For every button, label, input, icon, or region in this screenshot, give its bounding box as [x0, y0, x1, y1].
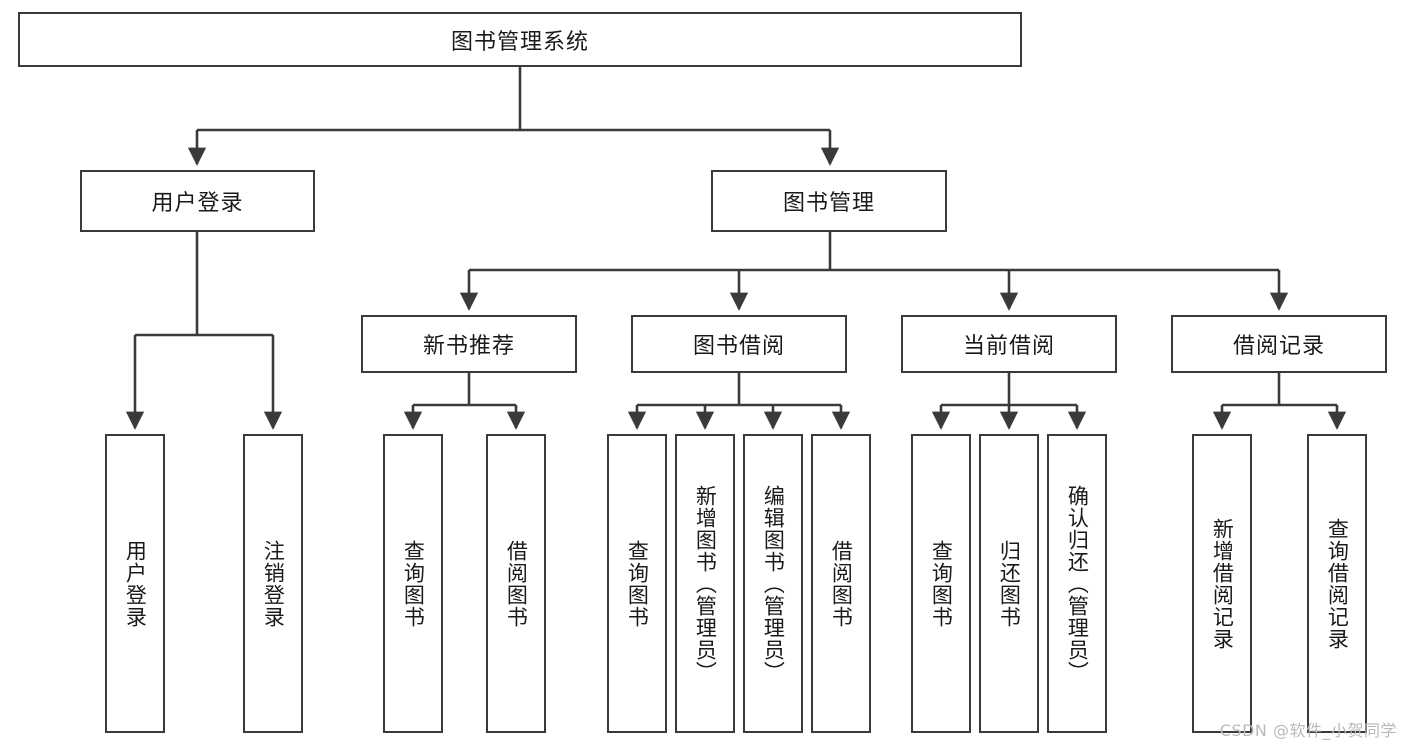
node-label: 图书管理系统	[450, 29, 589, 55]
leaf-book-borrow-add-book-admin[interactable]: 新增图书（管理员）	[675, 434, 735, 733]
leaf-borrow-record-query-record[interactable]: 查询借阅记录	[1307, 434, 1367, 733]
node-label: 用户登录	[151, 191, 244, 216]
leaf-book-borrow-edit-book-admin[interactable]: 编辑图书（管理员）	[743, 434, 803, 733]
node-label: 查询图书	[625, 539, 650, 628]
leaf-current-borrow-confirm-return-admin[interactable]: 确认归还（管理员）	[1047, 434, 1107, 733]
node-label: 新增图书（管理员）	[693, 484, 718, 683]
node-label: 借阅图书	[504, 539, 529, 628]
node-borrow-record[interactable]: 借阅记录	[1171, 315, 1387, 373]
node-label: 用户登录	[123, 539, 148, 628]
node-book-borrow[interactable]: 图书借阅	[631, 315, 847, 373]
node-label: 借阅图书	[829, 539, 854, 628]
leaf-book-borrow-borrow-book[interactable]: 借阅图书	[811, 434, 871, 733]
node-label: 确认归还（管理员）	[1065, 484, 1090, 683]
node-label: 图书管理	[782, 191, 875, 216]
node-label: 查询图书	[929, 539, 954, 628]
node-book-management[interactable]: 图书管理	[711, 170, 947, 232]
node-label: 编辑图书（管理员）	[761, 484, 786, 683]
node-root-book-management-system[interactable]: 图书管理系统	[18, 12, 1022, 67]
node-label: 当前借阅	[962, 334, 1055, 359]
node-label: 新增借阅记录	[1210, 517, 1235, 650]
leaf-user-login-login[interactable]: 用户登录	[105, 434, 165, 733]
leaf-new-book-borrow-book[interactable]: 借阅图书	[486, 434, 546, 733]
node-label: 查询借阅记录	[1325, 517, 1350, 650]
leaf-user-login-logout[interactable]: 注销登录	[243, 434, 303, 733]
leaf-current-borrow-query-book[interactable]: 查询图书	[911, 434, 971, 733]
leaf-new-book-query-book[interactable]: 查询图书	[383, 434, 443, 733]
node-label: 图书借阅	[692, 334, 785, 359]
node-label: 注销登录	[261, 539, 286, 628]
leaf-current-borrow-return-book[interactable]: 归还图书	[979, 434, 1039, 733]
node-label: 归还图书	[997, 539, 1022, 628]
node-label: 借阅记录	[1232, 334, 1325, 359]
node-user-login[interactable]: 用户登录	[80, 170, 315, 232]
node-new-book-recommend[interactable]: 新书推荐	[361, 315, 577, 373]
node-label: 查询图书	[401, 539, 426, 628]
leaf-book-borrow-query-book[interactable]: 查询图书	[607, 434, 667, 733]
node-current-borrow[interactable]: 当前借阅	[901, 315, 1117, 373]
node-label: 新书推荐	[422, 334, 515, 359]
leaf-borrow-record-add-record[interactable]: 新增借阅记录	[1192, 434, 1252, 733]
